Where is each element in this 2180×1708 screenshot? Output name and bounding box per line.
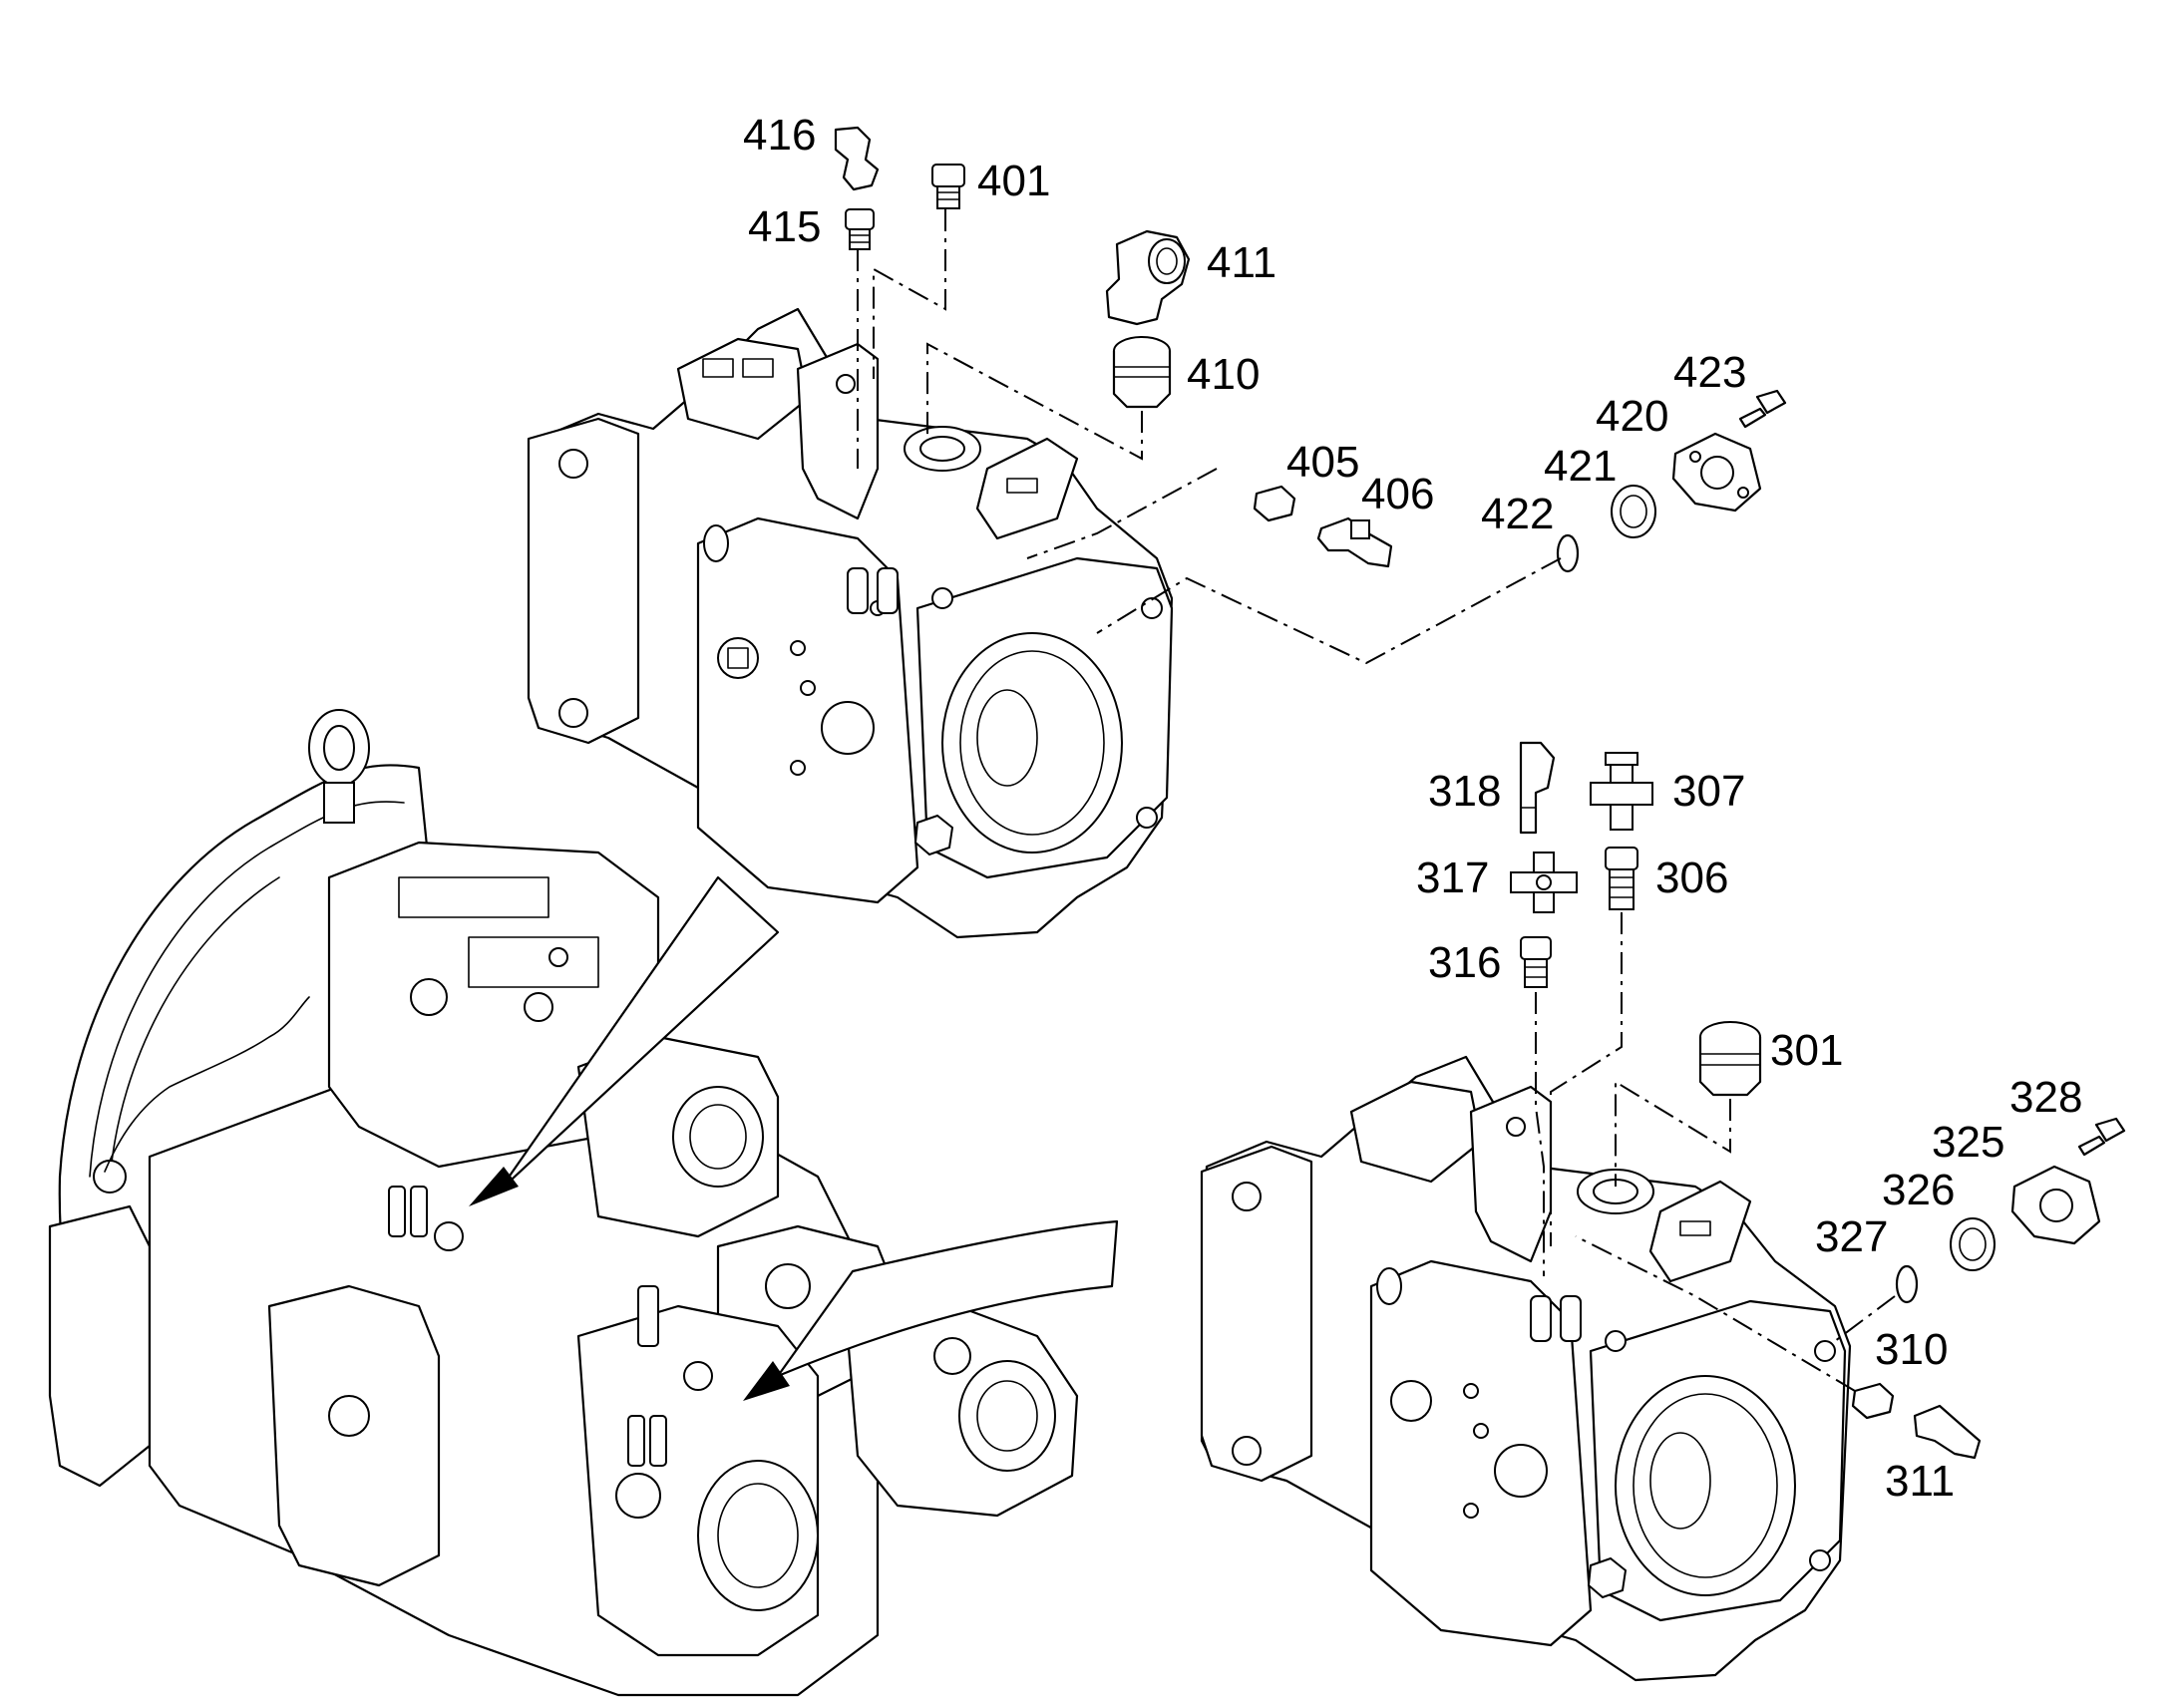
flange-420: [1671, 432, 1762, 512]
lower-leader-lines: [1535, 912, 1896, 1392]
label-301: 301: [1770, 1026, 1843, 1075]
label-420: 420: [1596, 392, 1668, 441]
fitting-405: [1253, 485, 1296, 522]
screw-423: [1738, 389, 1787, 429]
label-410: 410: [1187, 350, 1260, 399]
fitting-415-plug: [845, 208, 875, 250]
seal-ring-326: [1950, 1217, 1996, 1271]
part-labels: 416 401 415 411 410 423 420 421 405 406 …: [743, 111, 2082, 1506]
oring-327: [1895, 1264, 1919, 1304]
label-406: 406: [1361, 470, 1434, 518]
label-405: 405: [1286, 438, 1359, 487]
label-327: 327: [1815, 1212, 1888, 1261]
assembled-tandem-pump: [48, 709, 1079, 1697]
label-306: 306: [1655, 854, 1728, 902]
label-326: 326: [1882, 1166, 1955, 1214]
seal-ring-421: [1611, 485, 1656, 538]
label-421: 421: [1544, 442, 1617, 491]
flange-325: [2010, 1165, 2101, 1245]
label-416: 416: [743, 111, 816, 160]
label-422: 422: [1481, 490, 1554, 538]
oring-422: [1556, 533, 1580, 573]
fitting-401-plug: [931, 164, 965, 209]
fitting-316-adapter: [1520, 936, 1552, 988]
upper-leader-lines: [857, 209, 1562, 665]
label-328: 328: [2009, 1073, 2082, 1122]
label-415: 415: [748, 202, 821, 251]
fitting-411-elbow: [1105, 229, 1191, 326]
fitting-307-cross: [1590, 752, 1653, 831]
fitting-318-banjo: [1519, 741, 1556, 835]
fitting-410-adapter: [1112, 336, 1172, 409]
zoom-callout-wedges: [469, 875, 1119, 1401]
label-401: 401: [977, 157, 1050, 205]
screw-328: [2077, 1117, 2126, 1157]
fitting-301-adapter: [1698, 1021, 1762, 1097]
label-311: 311: [1885, 1457, 1955, 1506]
upper-pump-housing: [527, 307, 1174, 939]
fitting-310: [1851, 1382, 1895, 1420]
fitting-406-tee: [1316, 516, 1393, 568]
fitting-306-adapter: [1605, 847, 1638, 910]
fitting-311: [1913, 1404, 1982, 1460]
lower-pump-housing: [1200, 1055, 1852, 1682]
fitting-416-elbow: [834, 126, 880, 191]
label-316: 316: [1428, 938, 1501, 987]
label-423: 423: [1673, 348, 1746, 397]
label-310: 310: [1875, 1325, 1948, 1374]
label-325: 325: [1932, 1118, 2004, 1167]
label-317: 317: [1416, 854, 1489, 902]
label-307: 307: [1672, 767, 1745, 816]
label-411: 411: [1207, 238, 1276, 287]
label-318: 318: [1428, 767, 1501, 816]
fitting-317-cross: [1510, 852, 1578, 913]
